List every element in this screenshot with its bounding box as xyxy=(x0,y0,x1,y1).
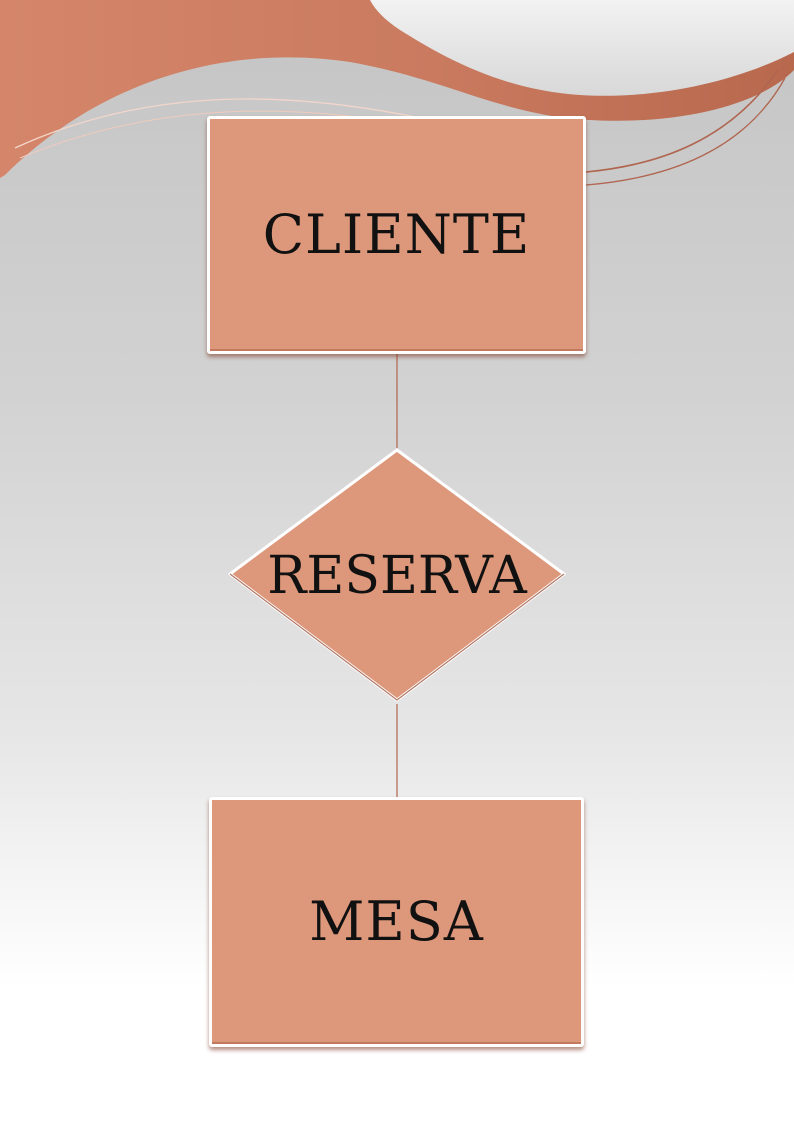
entity-cliente-label: CLIENTE xyxy=(262,203,531,266)
entity-mesa: MESA xyxy=(209,797,584,1047)
entity-cliente: CLIENTE xyxy=(207,116,586,354)
swoosh-line-3 xyxy=(585,69,779,173)
relationship-reserva: RESERVA xyxy=(226,446,568,706)
swoosh-line-4 xyxy=(585,77,786,186)
swoosh-line-1 xyxy=(14,98,421,149)
decorative-header-swoosh xyxy=(0,0,794,186)
entity-mesa-label: MESA xyxy=(309,890,484,953)
relationship-diamond-shape xyxy=(228,448,566,702)
swoosh-grey-panel xyxy=(370,0,794,96)
relationship-reserva-label: RESERVA xyxy=(267,546,527,606)
